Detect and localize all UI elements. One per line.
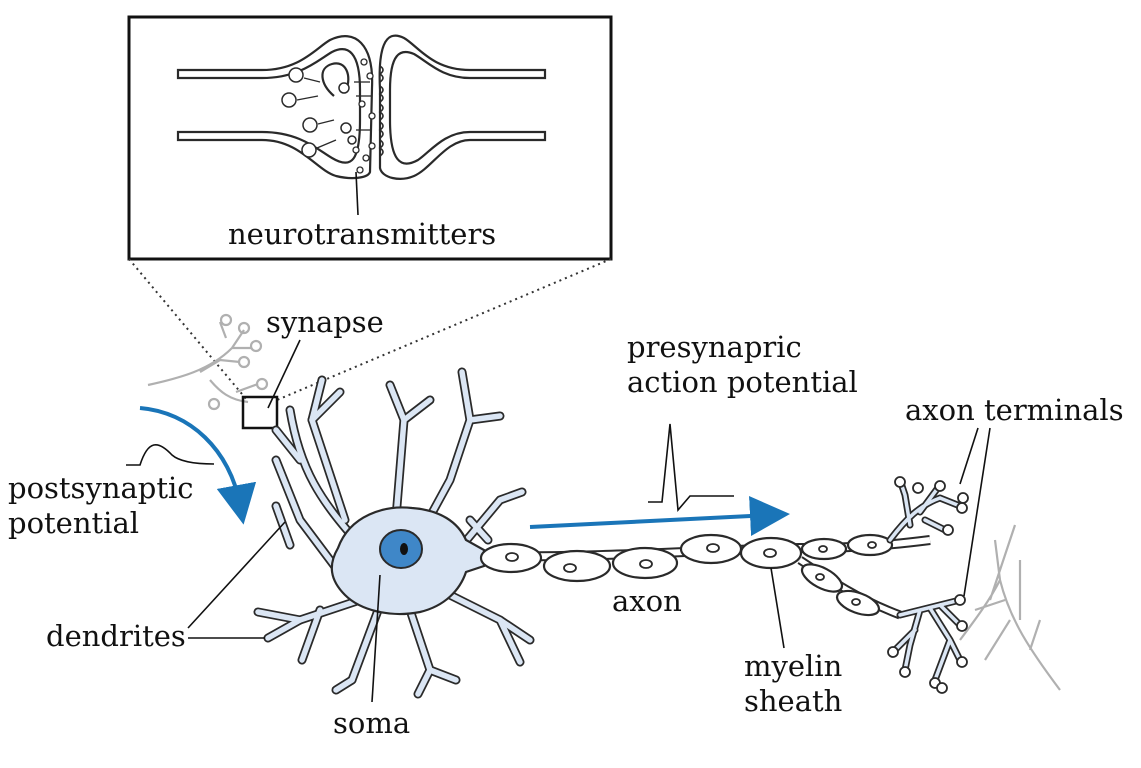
- ghost-dendrite-left: [147, 313, 269, 411]
- zoom-line-left: [128, 258, 248, 401]
- synapse-label: synapse: [266, 305, 384, 339]
- axon-terminal-fill: [888, 478, 962, 682]
- postsynaptic-arrow: [139, 406, 257, 525]
- ghost-dendrite-right: [959, 524, 1061, 691]
- postsynaptic-label-line2: potential: [8, 506, 139, 540]
- myelin-segments: [479, 533, 894, 617]
- myelin-nuclei: [505, 541, 877, 606]
- postsynaptic-terminal: [378, 34, 547, 180]
- dendrite-fill: [255, 369, 533, 697]
- axon-terminals-pointer-1: [959, 427, 979, 485]
- dendrites-label: dendrites: [46, 619, 186, 653]
- neurotransmitter-dots: [352, 58, 376, 174]
- presynaptic-label-line2: action potential: [627, 365, 858, 399]
- synapse-pointer: [267, 339, 301, 409]
- soma-label: soma: [333, 706, 410, 740]
- myelin-pointer: [770, 567, 785, 649]
- zoom-line-right: [276, 258, 612, 401]
- vesicle-arrows: [296, 77, 372, 149]
- synapse-inset: neurotransmitters: [127, 15, 613, 261]
- axon-signal-arrow: [529, 496, 790, 536]
- receptors: [378, 65, 384, 157]
- presynaptic-terminal: [176, 35, 374, 180]
- action-potential-trace: [648, 423, 734, 512]
- neurotransmitter-pointer: [355, 171, 359, 216]
- presynaptic-label-line1: presynapric: [627, 330, 802, 364]
- synapse-marker: [241, 395, 279, 430]
- axon-terminals-pointer-2: [963, 427, 991, 597]
- vesicles: [281, 67, 357, 158]
- release-pocket: [321, 62, 350, 97]
- myelin-label-line1: myelin: [744, 649, 842, 683]
- axon-terminal-branches: [886, 476, 964, 684]
- dendrites-pointer-1: [187, 521, 286, 629]
- axon-terminals-label: axon terminals: [905, 393, 1124, 427]
- neurotransmitters-label: neurotransmitters: [228, 217, 496, 251]
- axon-label: axon: [612, 584, 682, 618]
- postsynaptic-trace: [126, 444, 215, 466]
- soma-pointer: [371, 574, 381, 703]
- terminal-boutons: [887, 476, 969, 694]
- myelin-label-line2: sheath: [744, 684, 842, 718]
- postsynaptic-label-line1: postsynaptic: [8, 471, 194, 505]
- nucleolus: [400, 543, 408, 555]
